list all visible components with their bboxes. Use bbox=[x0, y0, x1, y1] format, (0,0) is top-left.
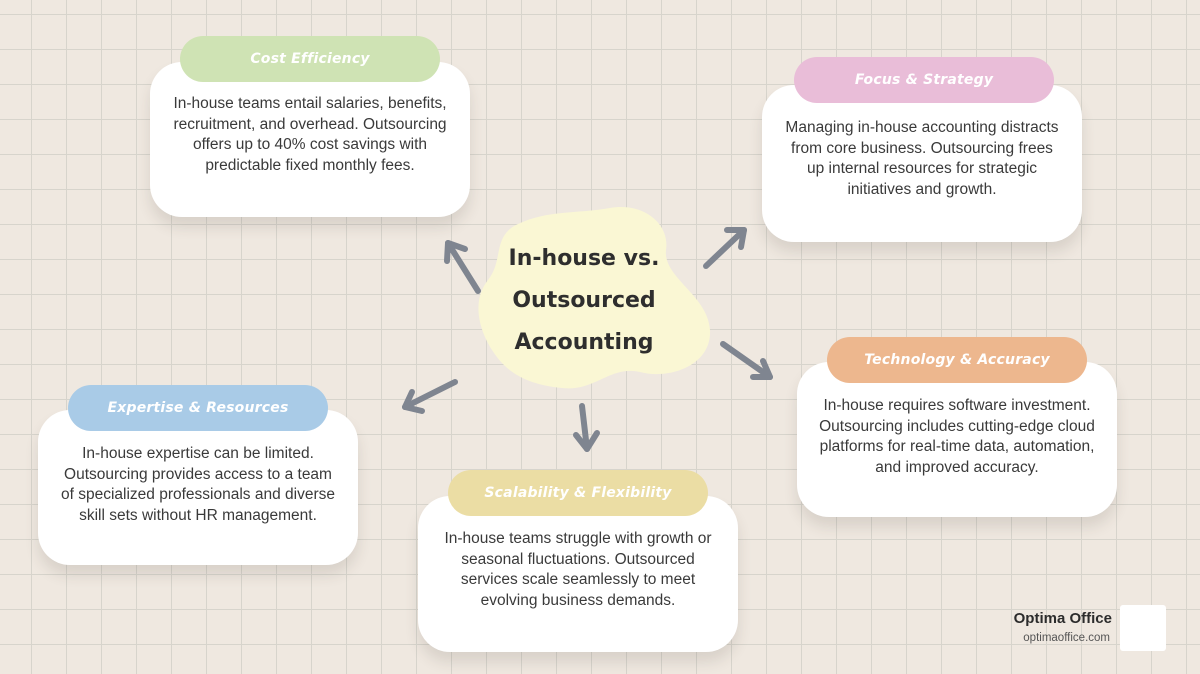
cost-efficiency-label: Cost Efficiency bbox=[180, 36, 440, 82]
technology-accuracy-text: In-house requires software investment. O… bbox=[819, 397, 1095, 476]
central-title-line: Outsourced bbox=[512, 288, 656, 313]
arrow-to-technology-accuracy bbox=[720, 341, 773, 380]
arrow-to-expertise-resources bbox=[402, 379, 458, 414]
brand-url: optimaoffice.com bbox=[1023, 632, 1110, 644]
cost-efficiency-text: In-house teams entail salaries, benefits… bbox=[173, 95, 447, 174]
brand-name: Optima Office bbox=[1013, 610, 1112, 627]
technology-accuracy-label: Technology & Accuracy bbox=[827, 337, 1087, 383]
cost-efficiency-card: In-house teams entail salaries, benefits… bbox=[150, 62, 470, 217]
central-title-line: In-house vs. bbox=[508, 246, 660, 271]
expertise-resources-card: In-house expertise can be limited. Outso… bbox=[38, 410, 358, 565]
focus-strategy-text: Managing in-house accounting distracts f… bbox=[785, 119, 1059, 198]
scalability-flexibility-label: Scalability & Flexibility bbox=[448, 470, 708, 516]
center-blob bbox=[478, 207, 711, 389]
scalability-flexibility-card: In-house teams struggle with growth or s… bbox=[418, 496, 738, 652]
focus-strategy-label: Focus & Strategy bbox=[794, 57, 1054, 103]
expertise-resources-label: Expertise & Resources bbox=[68, 385, 328, 431]
brand-logo-icon bbox=[1120, 605, 1166, 651]
technology-accuracy-card: In-house requires software investment. O… bbox=[797, 362, 1117, 517]
central-title-line: Accounting bbox=[514, 330, 654, 355]
central-topic-title: In-house vs. Outsourced Accounting bbox=[470, 238, 698, 364]
scalability-flexibility-text: In-house teams struggle with growth or s… bbox=[444, 530, 712, 609]
focus-strategy-card: Managing in-house accounting distracts f… bbox=[762, 85, 1082, 242]
expertise-resources-text: In-house expertise can be limited. Outso… bbox=[61, 445, 335, 524]
arrow-to-scalability-flexibility bbox=[573, 403, 600, 452]
